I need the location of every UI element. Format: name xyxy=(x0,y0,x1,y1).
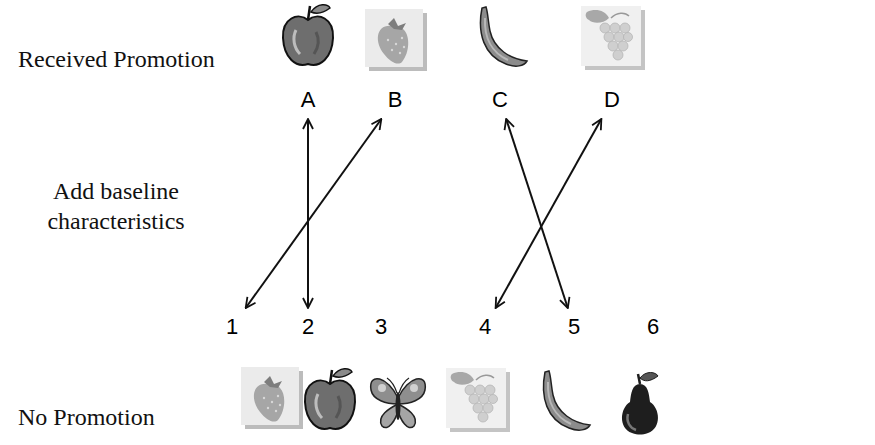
control-number: 4 xyxy=(474,312,496,342)
grapes-icon xyxy=(446,368,510,432)
match-arrow xyxy=(246,119,382,308)
row-label: No Promotion xyxy=(18,402,238,432)
control-number: 2 xyxy=(297,312,319,342)
match-arrow xyxy=(506,119,568,308)
node-text: 5 xyxy=(568,314,580,340)
control-number: 1 xyxy=(221,312,243,342)
treated-letter: D xyxy=(599,85,625,115)
node-text: 4 xyxy=(479,314,491,340)
banana-icon xyxy=(480,7,527,66)
butterfly-icon xyxy=(371,378,426,428)
grapes-icon xyxy=(581,6,645,70)
node-text: 6 xyxy=(647,314,659,340)
node-text: 3 xyxy=(375,314,387,340)
node-text: 2 xyxy=(302,314,314,340)
match-arrow xyxy=(496,119,602,308)
treated-letter: A xyxy=(296,85,321,115)
row-label: Add baseline characteristics xyxy=(6,176,226,236)
control-number: 6 xyxy=(642,312,664,342)
match-arrow xyxy=(307,119,309,308)
apple-icon xyxy=(305,369,355,429)
row-label: Received Promotion xyxy=(18,44,278,74)
control-number: 5 xyxy=(563,312,585,342)
apple-icon xyxy=(283,5,333,65)
banana-icon xyxy=(543,371,590,430)
node-text: B xyxy=(388,87,403,113)
control-number: 3 xyxy=(370,312,392,342)
strawberry-icon xyxy=(365,9,427,71)
node-text: 1 xyxy=(226,314,238,340)
pear-icon xyxy=(622,373,658,435)
node-text: D xyxy=(604,87,620,113)
treated-letter: C xyxy=(487,85,513,115)
strawberry-icon xyxy=(241,367,303,429)
node-text: A xyxy=(301,87,316,113)
node-text: C xyxy=(492,87,508,113)
treated-letter: B xyxy=(383,85,408,115)
